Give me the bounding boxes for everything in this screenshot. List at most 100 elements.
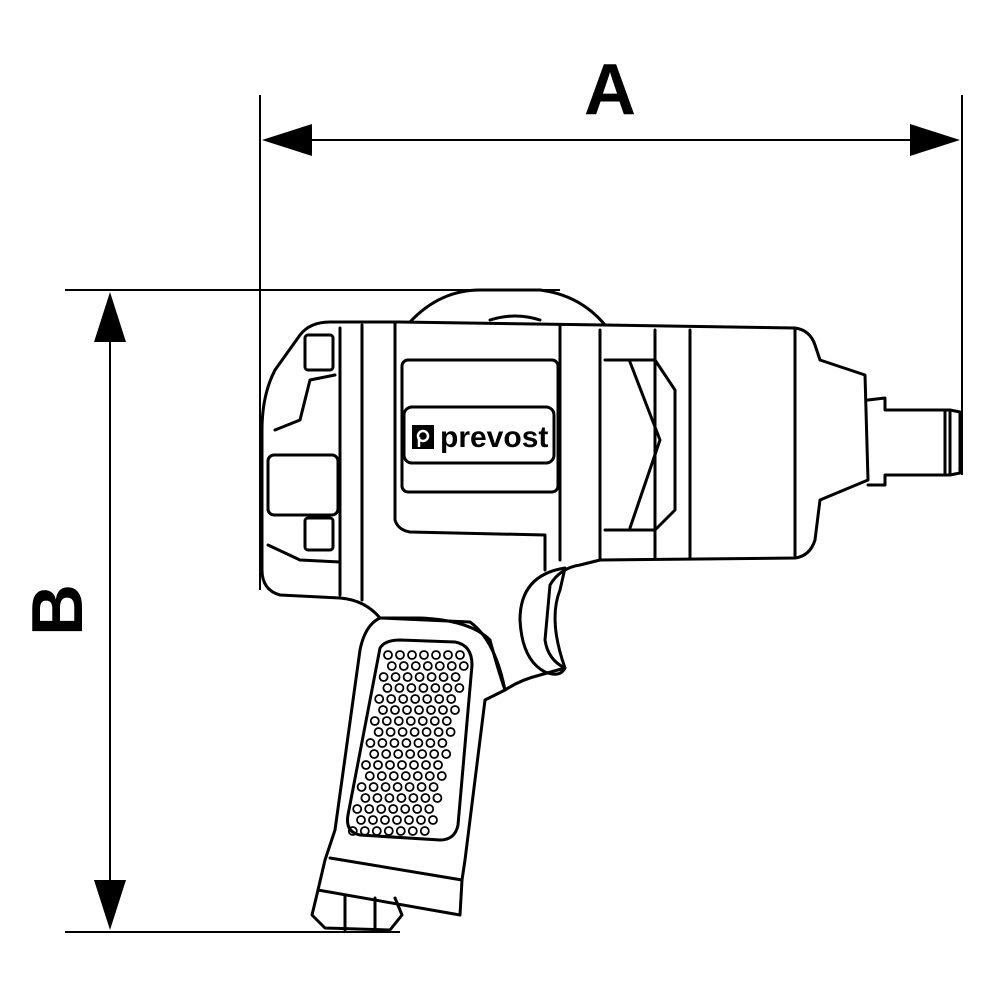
grip-dot: [356, 815, 366, 825]
grip-dot: [373, 760, 383, 770]
arrowhead-bottom: [94, 880, 126, 930]
grip-dot: [364, 771, 375, 781]
hammer-case-panel: [603, 358, 677, 532]
grip-dot: [378, 705, 388, 715]
grip-dot: [410, 694, 421, 704]
grip-dot: [383, 826, 394, 836]
grip-dot: [372, 793, 383, 803]
grip-dot: [428, 782, 439, 792]
grip-dot: [377, 738, 388, 748]
grip-dot: [409, 727, 420, 737]
grip-dot: [433, 727, 444, 737]
grip-dot: [441, 716, 452, 726]
grip-dot: [445, 727, 456, 737]
arrowhead-top: [94, 292, 126, 342]
grip-dot: [413, 738, 424, 748]
rear-edge: [273, 373, 337, 432]
grip-dot: [398, 694, 409, 704]
grip-dot: [386, 661, 397, 671]
grip-dot: [430, 683, 441, 693]
impact-wrench: prevost: [260, 288, 962, 932]
handle-base-line: [328, 856, 464, 882]
grip-dot: [385, 727, 396, 737]
anvil: [866, 396, 952, 487]
grip-dot: [446, 694, 457, 704]
grip-dot: [450, 672, 461, 682]
grip-dot: [420, 793, 431, 803]
dimension-label-b: B: [18, 584, 98, 636]
anvil-tip: [948, 408, 962, 477]
grip-dot: [392, 815, 402, 825]
grip-dot: [359, 826, 370, 836]
grip-dot: [388, 771, 399, 781]
grip-dot: [392, 782, 403, 792]
grip-dot: [404, 782, 415, 792]
grip-dot: [442, 683, 453, 693]
grip-dot: [405, 749, 416, 759]
housing-outline: [260, 320, 870, 692]
dimension-a: A: [259, 50, 963, 590]
grip-dot: [422, 694, 433, 704]
grip-dot: [429, 716, 440, 726]
grip-dot: [402, 705, 412, 715]
grip-dot: [432, 793, 443, 803]
grip-dot: [428, 815, 438, 825]
grip-dot: [431, 650, 441, 660]
grip-dot: [380, 782, 391, 792]
grip-dot: [443, 650, 453, 660]
grip-dot: [437, 738, 448, 748]
grip-dot: [438, 705, 448, 715]
center-panel: [393, 320, 547, 572]
grip-dot: [407, 826, 418, 836]
grip-dot: [410, 661, 421, 671]
grip-dot: [425, 738, 436, 748]
grip-dot: [376, 804, 387, 814]
grip-dot: [429, 749, 440, 759]
grip-dot: [436, 771, 447, 781]
grip-dot: [417, 749, 428, 759]
grip-dot: [347, 826, 358, 836]
grip-pad: [346, 638, 474, 842]
grip-dot: [416, 815, 426, 825]
grip-dot: [396, 793, 407, 803]
grip-dot: [419, 826, 430, 836]
grip-dot: [382, 683, 393, 693]
grip-dot: [422, 661, 433, 671]
grip-dot: [409, 760, 419, 770]
grip-dot: [412, 804, 423, 814]
grip-dot: [374, 694, 385, 704]
grip-dot: [381, 749, 392, 759]
brand-plate: [402, 405, 556, 465]
grip-dot: [405, 716, 416, 726]
grip-dot: [401, 738, 412, 748]
dimension-b: B: [18, 289, 560, 933]
grip-dot: [454, 683, 465, 693]
arrowhead-left: [262, 124, 312, 156]
grip-dot: [424, 804, 435, 814]
grip-dot: [388, 804, 399, 814]
grip-dot: [364, 804, 375, 814]
grip-dot: [446, 661, 457, 671]
trigger: [518, 566, 567, 676]
grip-dot: [408, 793, 419, 803]
grip-dot: [421, 727, 432, 737]
grip-dot: [418, 683, 429, 693]
grip-dot: [434, 661, 445, 671]
dimension-label-a: A: [584, 50, 636, 130]
grip-dot: [421, 760, 431, 770]
grip-dot: [361, 760, 371, 770]
grip-dot: [438, 672, 449, 682]
grip-dot: [397, 760, 407, 770]
grip-dot: [394, 683, 405, 693]
grip-dot: [393, 716, 404, 726]
top-cover: [408, 288, 607, 327]
rear-lower-edge: [266, 543, 342, 564]
grip-dot: [360, 793, 371, 803]
grip-dot: [395, 826, 406, 836]
grip-dot: [395, 650, 405, 660]
grip-dot: [376, 771, 387, 781]
grip-dot: [424, 771, 435, 781]
grip-dot: [371, 826, 382, 836]
grip-dot: [365, 738, 376, 748]
